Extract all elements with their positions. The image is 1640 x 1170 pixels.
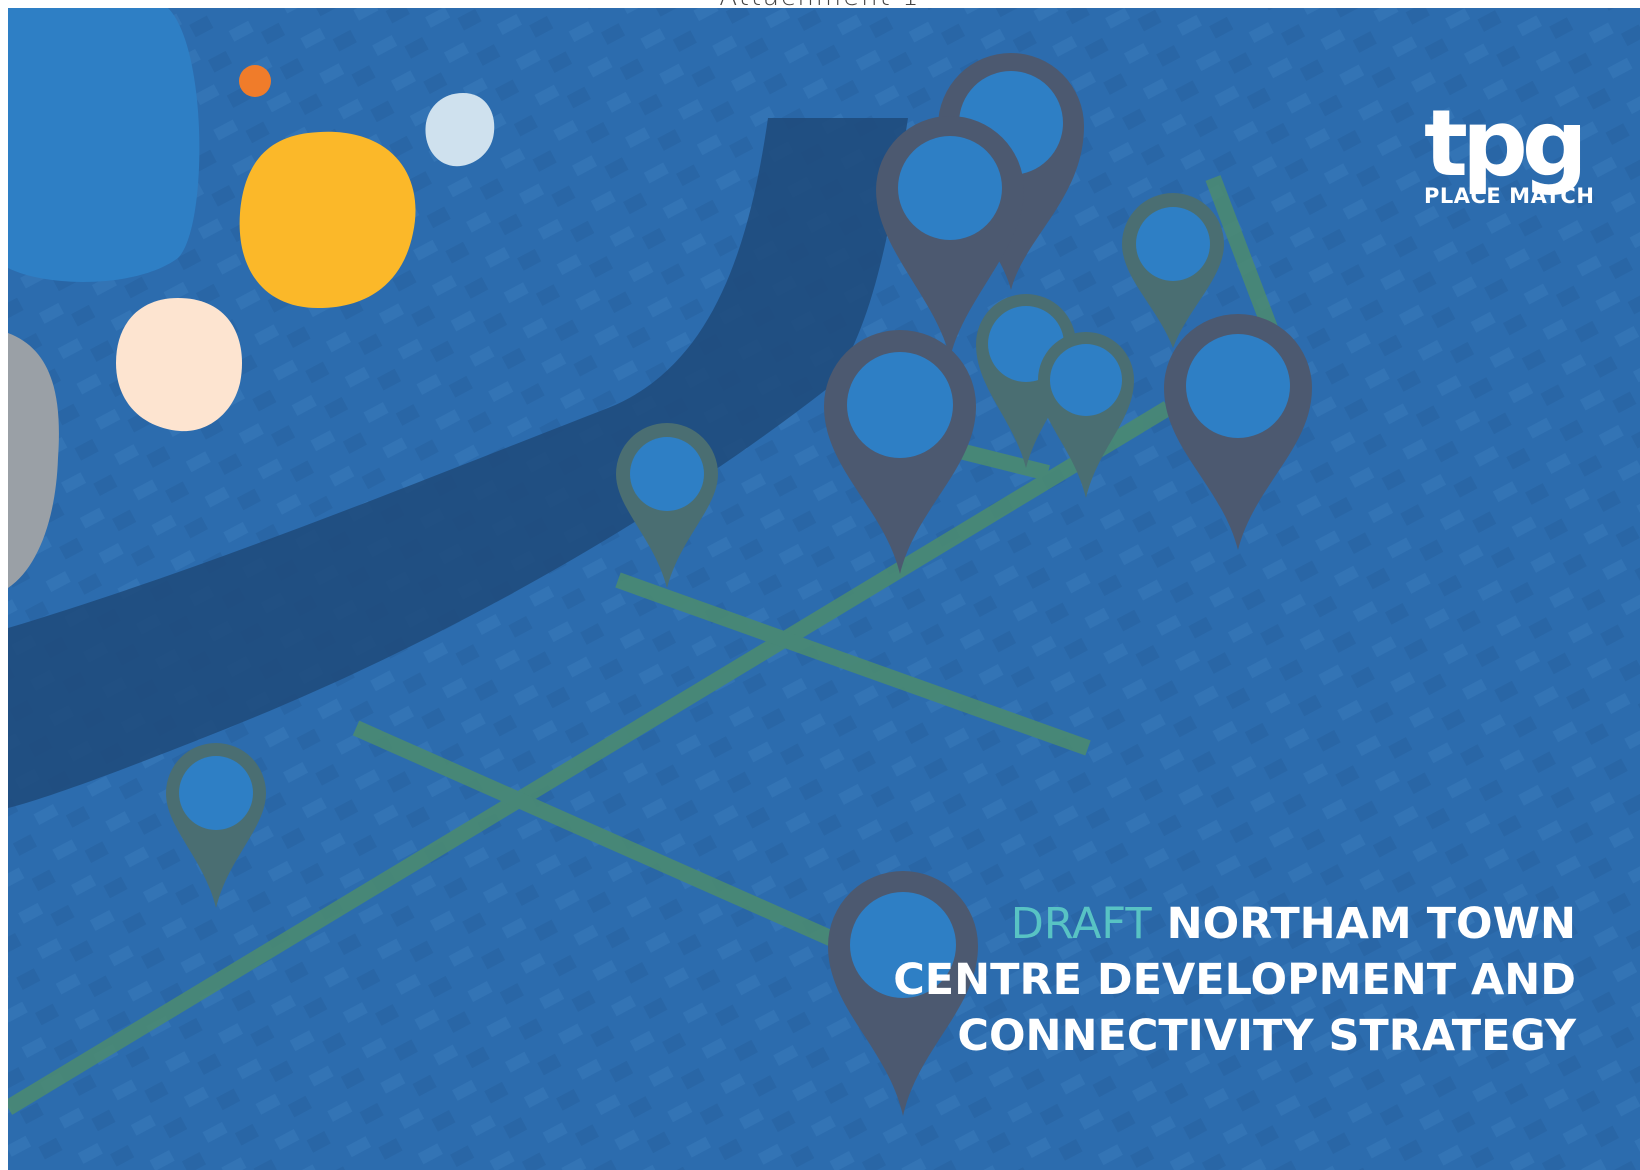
map-pin — [1122, 193, 1224, 348]
document-title: DRAFT NORTHAM TOWN CENTRE DEVELOPMENT AN… — [893, 896, 1576, 1064]
title-line-3: CONNECTIVITY STRATEGY — [957, 1011, 1576, 1061]
aerial-map-illustration — [8, 8, 1640, 1170]
path-north — [1205, 175, 1278, 331]
cover-page: tpg PLACE MATCH DRAFT NORTHAM TOWN CENTR… — [8, 8, 1640, 1170]
blob-pale-blue — [425, 93, 495, 167]
location-pins — [166, 53, 1312, 1116]
blob-yellow — [239, 131, 416, 308]
path-cross-1 — [615, 572, 1091, 756]
title-line-1: DRAFT NORTHAM TOWN — [1010, 899, 1576, 949]
blob-blue — [8, 8, 200, 282]
logo-mark: tpg — [1424, 90, 1588, 197]
path-main — [8, 401, 1173, 1115]
path-network — [8, 175, 1278, 1115]
map-pin — [166, 743, 266, 908]
map-pin — [824, 330, 976, 574]
blob-peach — [116, 298, 243, 432]
map-pin — [616, 423, 718, 588]
map-pin — [876, 116, 1024, 358]
map-pin — [828, 871, 978, 1116]
draft-label: DRAFT — [1010, 899, 1152, 949]
tpg-place-match-logo: tpg PLACE MATCH — [1424, 90, 1604, 209]
map-pin — [1038, 332, 1134, 498]
path-cross-2 — [352, 720, 902, 976]
blob-grey — [8, 333, 59, 588]
title-line-2: CENTRE DEVELOPMENT AND — [893, 955, 1576, 1005]
map-pin — [1164, 314, 1312, 550]
river — [8, 118, 908, 808]
logo-subtitle: PLACE MATCH — [1424, 184, 1595, 208]
blob-orange — [239, 65, 271, 97]
